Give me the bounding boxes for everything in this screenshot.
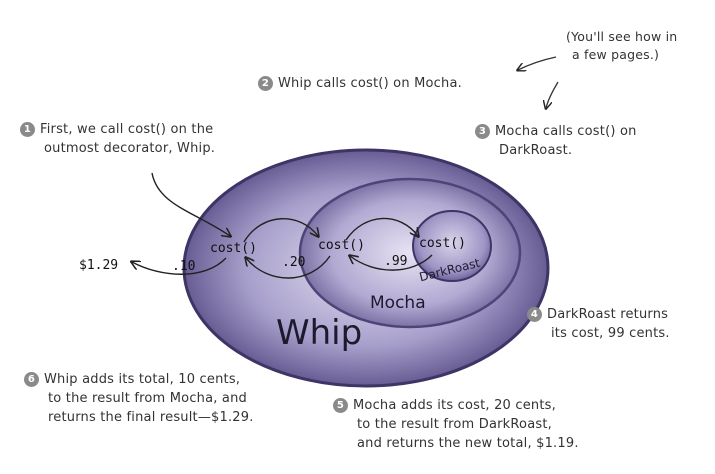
step-2-badge: 2 xyxy=(258,76,273,91)
mocha-amount: .20 xyxy=(282,255,305,270)
step-6-badge: 6 xyxy=(24,372,39,387)
step-5-line3: and returns the new total, $1.19. xyxy=(357,436,579,451)
aside-line1: (You'll see how in xyxy=(566,29,678,44)
step-2-text: Whip calls cost() on Mocha. xyxy=(278,76,462,91)
step-3-line1: Mocha calls cost() on xyxy=(495,124,637,139)
step-2-note: 2 Whip calls cost() on Mocha. xyxy=(258,74,462,93)
call-arrow-1 xyxy=(151,172,230,236)
call-arrow-3 xyxy=(345,217,418,241)
step-6-line2: to the result from Mocha, and xyxy=(48,391,247,406)
mocha-label: Mocha xyxy=(370,293,426,313)
call-arrow-2 xyxy=(243,218,318,243)
step-5-badge: 5 xyxy=(333,398,348,413)
return-arrow-1 xyxy=(350,255,433,271)
step-1-badge: 1 xyxy=(20,122,35,137)
return-arrow-3 xyxy=(132,257,227,275)
darkroast-amount: .99 xyxy=(384,254,407,269)
step-4-badge: 4 xyxy=(527,307,542,322)
return-arrow-2 xyxy=(246,256,331,279)
step-3-badge: 3 xyxy=(475,124,490,139)
aside-note: (You'll see how in a few pages.) xyxy=(566,28,677,64)
step-5-note: 5 Mocha adds its cost, 20 cents, to the r… xyxy=(333,396,579,453)
step-6-line3: returns the final result—$1.29. xyxy=(48,410,254,425)
step-4-line2: its cost, 99 cents. xyxy=(551,326,670,341)
darkroast-cost-call: cost() xyxy=(419,236,466,251)
mocha-cost-call: cost() xyxy=(318,238,365,253)
aside-line2: a few pages.) xyxy=(572,47,660,62)
step-1-note: 1 First, we call cost() on the outmost de… xyxy=(20,120,215,158)
whip-cost-call: cost() xyxy=(210,241,257,256)
whip-label: Whip xyxy=(276,313,362,353)
step-6-line1: Whip adds its total, 10 cents, xyxy=(44,372,241,387)
step-4-line1: DarkRoast returns xyxy=(547,307,669,322)
whip-amount: .10 xyxy=(172,259,195,274)
step-3-line2: DarkRoast. xyxy=(499,143,573,158)
step-5-line1: Mocha adds its cost, 20 cents, xyxy=(353,398,556,413)
step-5-line2: to the result from DarkRoast, xyxy=(357,417,552,432)
step-3-note: 3 Mocha calls cost() on DarkRoast. xyxy=(475,122,637,160)
step-4-note: 4 DarkRoast returns its cost, 99 cents. xyxy=(527,305,670,343)
step-1-line2: outmost decorator, Whip. xyxy=(44,141,216,156)
step-6-note: 6 Whip adds its total, 10 cents, to the r… xyxy=(24,370,254,427)
aside-arrow-left xyxy=(518,56,557,70)
total-amount: $1.29 xyxy=(79,258,118,273)
darkroast-ellipse xyxy=(412,210,492,282)
aside-arrow-down xyxy=(546,81,559,108)
step-1-line1: First, we call cost() on the xyxy=(40,122,214,137)
